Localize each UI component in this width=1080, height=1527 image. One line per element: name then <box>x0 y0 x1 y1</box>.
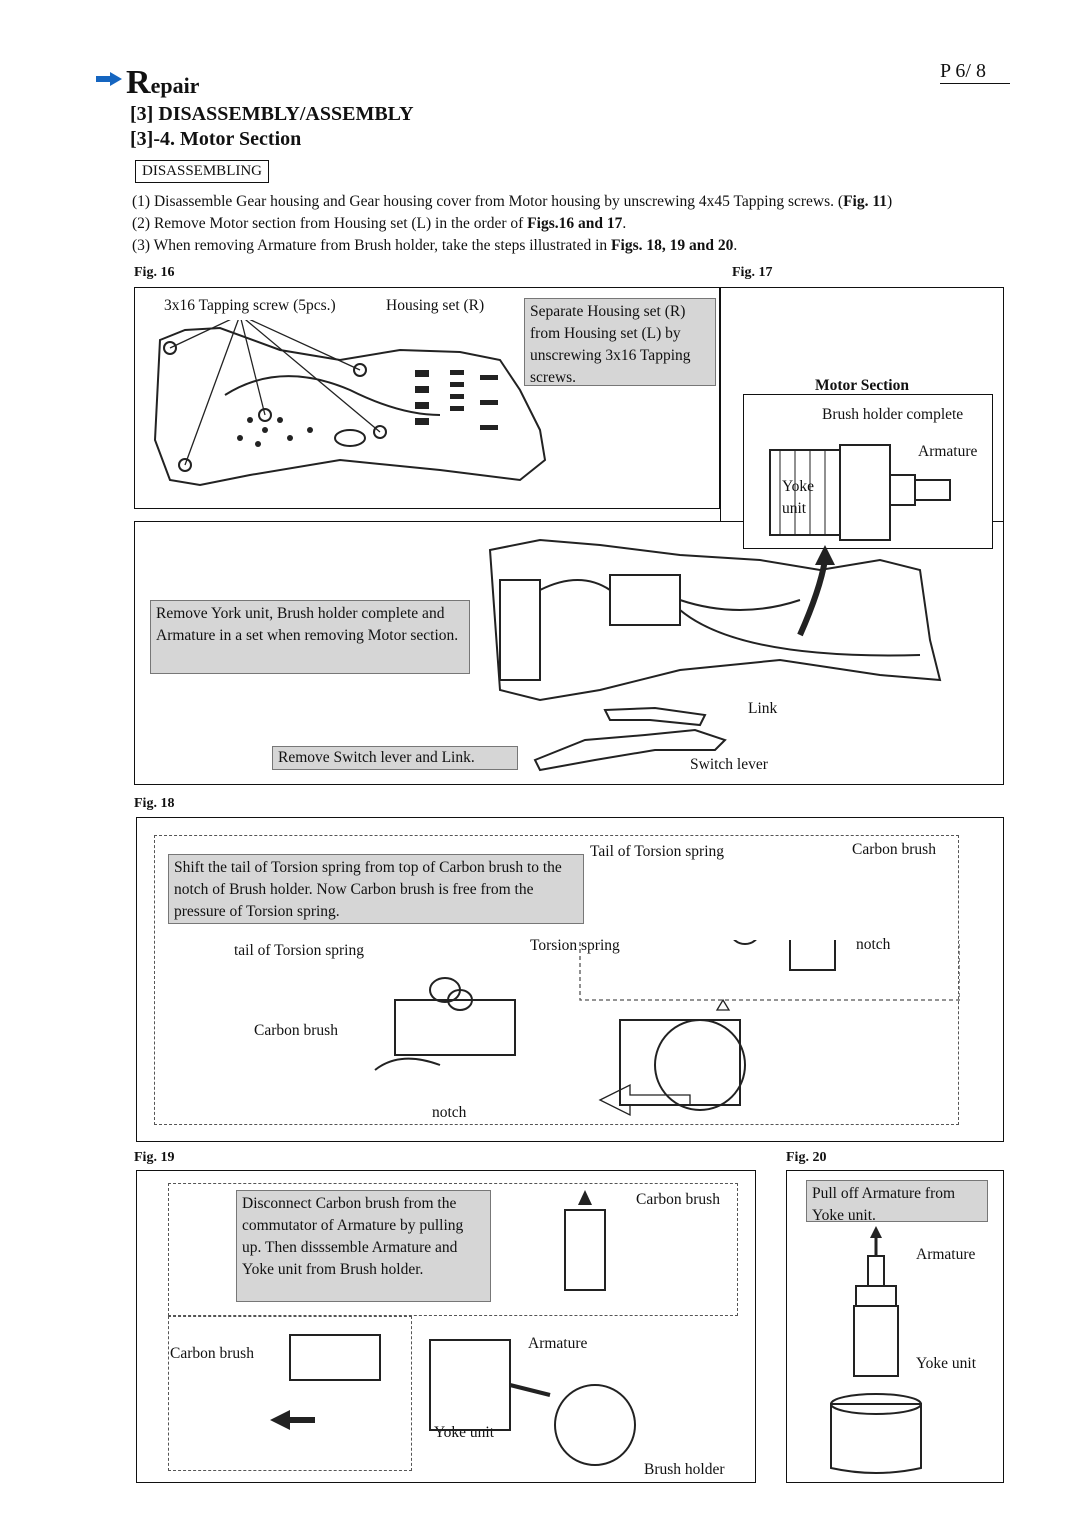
motor-section-label: Motor Section <box>815 377 909 394</box>
switch-lever-label: Switch lever <box>690 756 768 773</box>
tail-torsion-spring-top-label: Tail of Torsion spring <box>590 843 725 860</box>
disassembling-tag: DISASSEMBLING <box>135 160 270 183</box>
yoke-label: Yoke <box>782 478 815 495</box>
fig19-dashed-top <box>168 1183 738 1316</box>
york-note: Remove York unit, Brush holder complete … <box>150 600 470 674</box>
fig19-yoke-unit-label: Yoke unit <box>434 1424 495 1441</box>
switch-note: Remove Switch lever and Link. <box>272 746 518 770</box>
step-2: (2) Remove Motor section from Housing se… <box>132 215 627 232</box>
fig16-label: Fig. 16 <box>134 265 175 280</box>
fig16-note: Separate Housing set (R) from Housing se… <box>524 298 716 386</box>
fig19-frame <box>136 1170 756 1483</box>
armature-label-17: Armature <box>918 443 978 460</box>
fig20-note: Pull off Armature from Yoke unit. <box>806 1180 988 1224</box>
fig17-frame-right <box>720 287 1004 521</box>
fig18-frame <box>136 817 1004 1142</box>
unit-label: unit <box>782 500 807 517</box>
section-subtitle: [3]-4. Motor Section <box>130 128 302 150</box>
notch-right-label: notch <box>856 936 891 953</box>
fig20-yoke-unit-label: Yoke unit <box>916 1355 977 1372</box>
fig19-brush-holder-label: Brush holder <box>644 1461 725 1478</box>
fig18-note: Shift the tail of Torsion spring from to… <box>168 854 584 924</box>
fig18-label: Fig. 18 <box>134 796 175 811</box>
link-label: Link <box>748 700 778 717</box>
fig20-armature-label: Armature <box>916 1246 976 1263</box>
notch-bottom-label: notch <box>432 1104 467 1121</box>
fig20-label: Fig. 20 <box>786 1150 827 1165</box>
fig16-frame <box>134 287 720 509</box>
fig16-screw-label: 3x16 Tapping screw (5pcs.) <box>164 297 336 314</box>
fig19-carbon-brush-left-label: Carbon brush <box>170 1345 254 1362</box>
brush-holder-illustration-19 <box>270 1190 636 1466</box>
fig16-housing-label: Housing set (R) <box>386 297 485 314</box>
step-1: (1) Disassemble Gear housing and Gear ho… <box>132 193 893 210</box>
fig19-note: Disconnect Carbon brush from the commuta… <box>236 1190 491 1302</box>
fig18-dashed <box>154 835 959 1125</box>
chapter-title: [3] DISASSEMBLY/ASSEMBLY <box>130 103 414 125</box>
armature-yoke-illustration <box>830 1226 922 1474</box>
fig17-label: Fig. 17 <box>732 265 773 280</box>
motor-inset <box>743 394 993 549</box>
fig17-frame <box>134 521 1004 785</box>
fig19-dashed-bottom <box>168 1316 412 1471</box>
housing-inner-illustration <box>488 538 942 702</box>
page-number: P 6/ 8 <box>940 60 1010 84</box>
section-title: Repair <box>126 64 200 101</box>
fig19-label: Fig. 19 <box>134 1150 175 1165</box>
housing-illustration <box>153 320 547 487</box>
fig19-armature-label: Armature <box>528 1335 588 1352</box>
motor-inset-illustration <box>769 444 951 541</box>
tail-torsion-spring-label: tail of Torsion spring <box>234 942 364 959</box>
switch-lever-illustration <box>533 706 727 772</box>
section-arrow-icon <box>96 72 122 86</box>
step-3: (3) When removing Armature from Brush ho… <box>132 237 738 254</box>
fig20-frame <box>786 1170 1004 1483</box>
torsion-spring-label: Torsion spring <box>530 937 620 954</box>
carbon-brush-left-label: Carbon brush <box>254 1022 338 1039</box>
carbon-brush-top-label: Carbon brush <box>852 841 936 858</box>
brush-holder-illustration-18 <box>374 940 960 1117</box>
brush-holder-label: Brush holder complete <box>822 406 964 423</box>
fig19-carbon-brush-top-label: Carbon brush <box>636 1191 720 1208</box>
